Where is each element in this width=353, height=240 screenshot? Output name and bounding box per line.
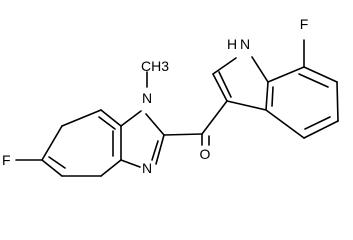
bonds xyxy=(15,39,339,177)
molecular-structure: F N CH3 N O H N F xyxy=(2,16,339,177)
bond xyxy=(303,66,338,83)
bond xyxy=(265,81,269,111)
bond xyxy=(304,116,331,130)
bond xyxy=(151,140,159,161)
bond xyxy=(267,66,305,83)
bond xyxy=(271,86,274,107)
atom-labels: F N CH3 N O H N F xyxy=(2,16,308,176)
bond xyxy=(48,156,66,169)
bond xyxy=(61,109,102,127)
bond xyxy=(155,134,165,165)
bond xyxy=(298,73,329,88)
bond xyxy=(100,109,122,127)
bond xyxy=(98,116,116,130)
bond xyxy=(163,133,203,136)
indole-fluorine-label: F xyxy=(300,16,309,32)
indole-hydrogen-label: H xyxy=(227,36,237,52)
carbonyl-oxygen-label: O xyxy=(200,146,211,162)
bond xyxy=(100,159,122,177)
bond xyxy=(212,57,237,75)
bond xyxy=(251,56,269,83)
bond xyxy=(265,109,305,139)
methyl-group-label: CH3 xyxy=(141,58,169,74)
n-methyl-atom-label: N xyxy=(142,90,152,106)
bond xyxy=(336,81,339,122)
bond xyxy=(145,113,165,136)
bond xyxy=(201,100,228,135)
bond xyxy=(41,159,63,177)
bond xyxy=(41,125,63,161)
bond xyxy=(120,110,142,127)
bond xyxy=(120,159,141,168)
imidazole-nitrogen-label: N xyxy=(142,160,152,176)
fluorine-atom-label: F xyxy=(2,152,11,168)
indole-nitrogen-label: N xyxy=(240,36,250,52)
bond xyxy=(212,73,228,102)
bond xyxy=(218,71,232,98)
bond xyxy=(226,100,267,111)
bond xyxy=(303,120,339,139)
